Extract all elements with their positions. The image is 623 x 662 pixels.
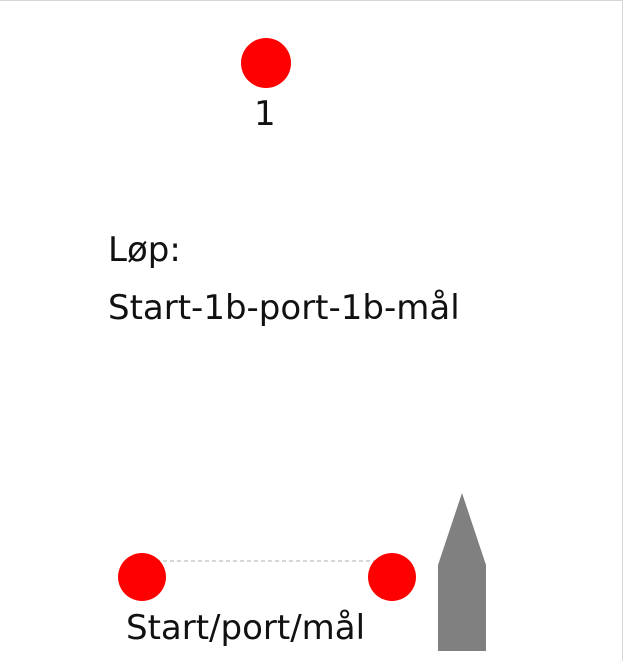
course-route: Start-1b-port-1b-mål bbox=[108, 288, 460, 328]
course-heading: Løp: bbox=[108, 230, 181, 270]
start-left-buoy bbox=[118, 553, 166, 601]
start-right-buoy bbox=[368, 553, 416, 601]
course-description: Løp: Start-1b-port-1b-mål bbox=[108, 221, 460, 337]
start-finish-label: Start/port/mål bbox=[126, 608, 366, 648]
mark-1-buoy bbox=[241, 38, 291, 88]
committee-boat-icon bbox=[438, 493, 486, 651]
mark-1-label: 1 bbox=[254, 94, 276, 134]
